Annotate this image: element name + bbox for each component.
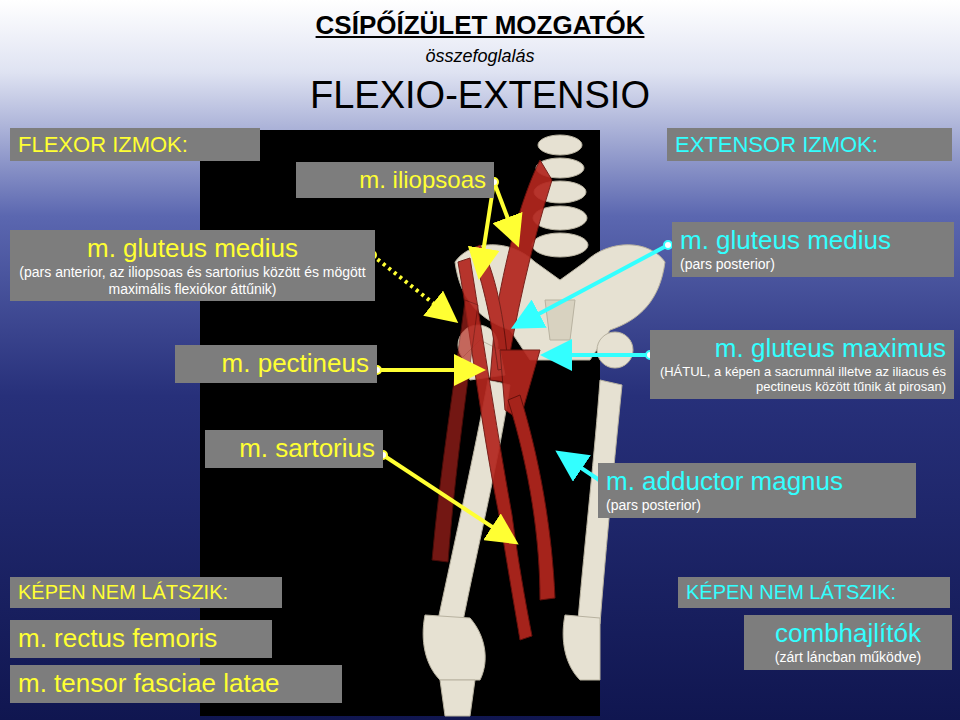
muscle-name: EXTENSOR IZMOK: [675,132,944,157]
muscle-name: KÉPEN NEM LÁTSZIK: [18,581,274,604]
subtitle: összefoglalás [0,46,960,67]
muscle-box: m. iliopsoas [296,162,494,198]
muscle-note: (pars posterior) [606,497,908,514]
muscle-name: m. iliopsoas [304,166,486,194]
muscle-note: (HÁTUL, a képen a sacrumnál illetve az i… [658,364,946,395]
muscle-note: (zárt láncban működve) [752,649,944,666]
muscle-box: KÉPEN NEM LÁTSZIK: [10,577,282,608]
muscle-box: m. gluteus medius(pars anterior, az ilio… [10,230,375,301]
muscle-box: KÉPEN NEM LÁTSZIK: [678,577,950,608]
muscle-box: m. pectineus [175,345,377,383]
muscle-name: m. sartorius [213,434,375,464]
muscles [432,160,555,640]
muscle-box: FLEXOR IZMOK: [10,128,260,161]
muscle-box: m. gluteus maximus(HÁTUL, a képen a sacr… [650,330,954,399]
muscle-box: m. gluteus medius(pars posterior) [672,222,954,277]
muscle-note: (pars anterior, az iliopsoas és sartoriu… [18,264,367,298]
muscle-name: m. pectineus [183,349,369,379]
muscle-box: m. rectus femoris [10,620,272,658]
slide-title: CSÍPŐÍZÜLET MOZGATÓK [0,10,960,41]
muscle-name: FLEXOR IZMOK: [18,132,252,157]
muscle-name: m. gluteus maximus [658,334,946,364]
subtitle: FLEXIO-EXTENSIO [0,74,960,117]
muscle-box: m. sartorius [205,430,383,468]
muscle-name: m. gluteus medius [18,234,367,264]
skeleton [423,135,665,716]
muscle-name: KÉPEN NEM LÁTSZIK: [686,581,942,604]
muscle-name: m. tensor fasciae latae [18,669,334,699]
leader-dots [368,178,672,494]
muscle-name: m. rectus femoris [18,624,264,654]
muscle-name: combhajlítók [752,619,944,649]
muscle-box: EXTENSOR IZMOK: [667,128,952,161]
muscle-box: m. adductor magnus(pars posterior) [598,463,916,518]
muscle-name: m. gluteus medius [680,226,946,256]
muscle-box: m. tensor fasciae latae [10,665,342,703]
muscle-name: m. adductor magnus [606,467,908,497]
muscle-note: (pars posterior) [680,256,946,273]
muscle-box: combhajlítók(zárt láncban működve) [744,615,952,670]
